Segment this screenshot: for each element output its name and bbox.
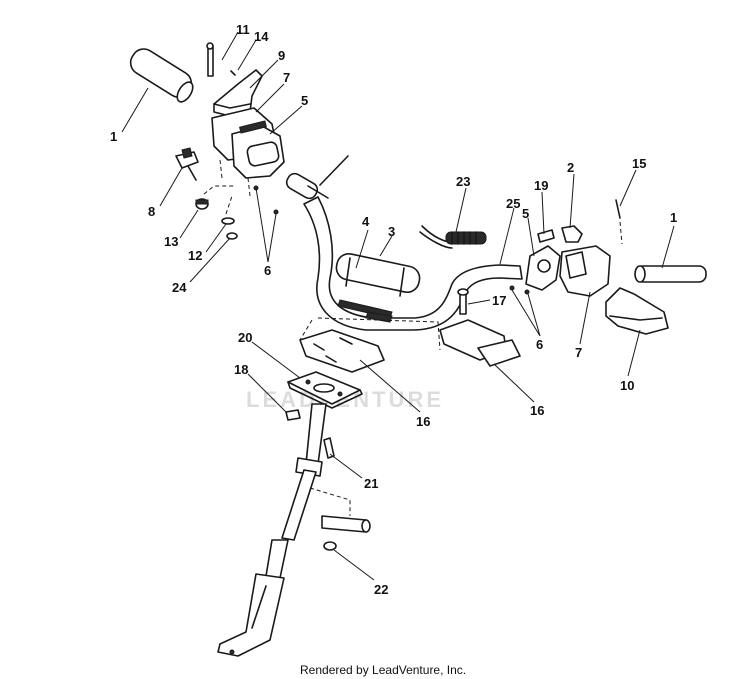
callout-12: 12: [188, 248, 202, 263]
callout-7-right: 7: [575, 345, 582, 360]
callout-22: 22: [374, 582, 388, 597]
mounting-plate: [285, 371, 363, 421]
callout-18: 18: [234, 362, 248, 377]
leader-lines: [121, 31, 675, 581]
callout-4: 4: [362, 214, 370, 229]
left-hardware: [175, 147, 279, 240]
handlebar: [285, 155, 523, 331]
right-grip: [634, 265, 707, 283]
steering-column: [217, 403, 327, 657]
throttle-cable: [419, 225, 487, 249]
callout-19: 19: [534, 178, 548, 193]
callout-25: 25: [506, 196, 520, 211]
right-controls: [509, 199, 623, 297]
clamps: [299, 317, 521, 373]
callout-3: 3: [388, 224, 395, 239]
callout-13: 13: [164, 234, 178, 249]
callout-16-right: 16: [530, 403, 544, 418]
credit-text: Rendered by LeadVenture, Inc.: [300, 663, 466, 677]
callout-23: 23: [456, 174, 470, 189]
callout-10: 10: [620, 378, 634, 393]
pin-and-rod: [309, 437, 371, 551]
callout-1-right: 1: [670, 210, 677, 225]
callout-8: 8: [148, 204, 155, 219]
callout-21: 21: [364, 476, 378, 491]
callout-6-right: 6: [536, 337, 543, 352]
callout-6-left: 6: [264, 263, 271, 278]
left-lever: [206, 42, 263, 117]
left-grip: [129, 48, 194, 103]
clamp-bolt: [457, 288, 469, 315]
callout-7-left: 7: [283, 70, 290, 85]
callout-2: 2: [567, 160, 574, 175]
callout-14: 14: [254, 29, 269, 44]
callouts: 1 11 14 9 7 5 8 13 12 24 6 4 3 23 19 2 1…: [110, 22, 677, 597]
right-lever: [605, 287, 669, 335]
callout-5-left: 5: [301, 93, 308, 108]
callout-9: 9: [278, 48, 285, 63]
left-control-housing: [211, 107, 285, 197]
callout-15: 15: [632, 156, 646, 171]
callout-5-right: 5: [522, 206, 529, 221]
callout-20: 20: [238, 330, 252, 345]
callout-11: 11: [236, 22, 250, 37]
callout-24: 24: [172, 280, 187, 295]
callout-16-left: 16: [416, 414, 430, 429]
callout-1-left: 1: [110, 129, 117, 144]
callout-17: 17: [492, 293, 506, 308]
